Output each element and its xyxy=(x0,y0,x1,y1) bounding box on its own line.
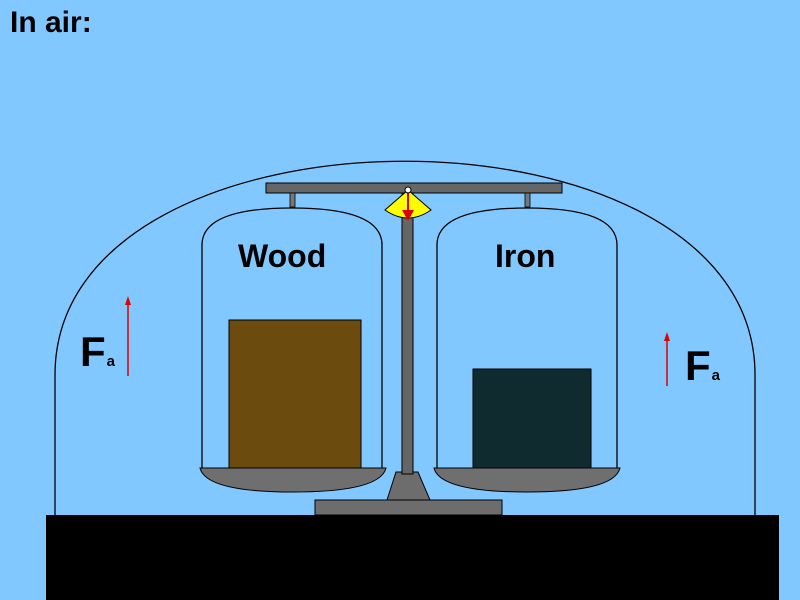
left-bell-jar xyxy=(201,207,383,468)
iron-label: Iron xyxy=(495,238,556,274)
wood-block xyxy=(228,319,362,471)
force-subscript: a xyxy=(106,353,115,370)
glass-dome xyxy=(54,160,756,515)
left-pan xyxy=(199,467,387,493)
force-symbol: F xyxy=(80,328,106,375)
right-bell-jar xyxy=(436,207,618,468)
left-buoyancy-arrow-head xyxy=(125,296,131,305)
left-hanger xyxy=(289,192,296,208)
right-buoyant-force-label: Fa xyxy=(685,342,720,390)
right-hanger xyxy=(524,192,531,208)
pointer-arrow-head xyxy=(402,210,414,221)
base-platform xyxy=(46,515,779,600)
wood-label: Wood xyxy=(238,238,327,274)
page-title: In air: xyxy=(10,6,92,39)
iron-block xyxy=(472,368,592,471)
left-buoyant-force-label: Fa xyxy=(80,328,115,376)
balance-post xyxy=(401,191,414,475)
right-buoyancy-arrow-head xyxy=(664,332,670,341)
right-pan xyxy=(433,467,621,493)
balance-beam xyxy=(265,182,563,194)
force-subscript: a xyxy=(711,367,720,384)
balance-post-base xyxy=(386,471,431,501)
force-symbol: F xyxy=(685,342,711,389)
pivot xyxy=(404,186,412,194)
balance-foot xyxy=(314,499,503,516)
